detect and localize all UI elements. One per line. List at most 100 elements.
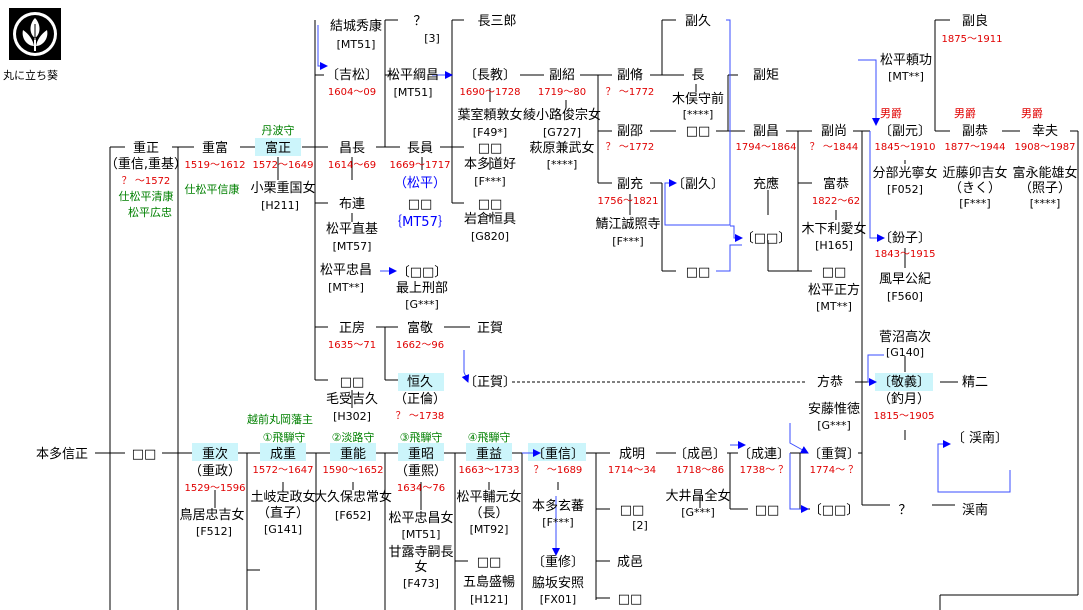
tree-node-61: 1519～1612 <box>185 160 246 171</box>
tree-node-78: 充應 <box>753 176 779 192</box>
tree-node-22: 木俣守前 <box>672 91 724 107</box>
tree-node-29: [F49*] <box>473 126 507 139</box>
maru-ni-tachi-aoi-crest <box>9 8 61 60</box>
tree-node-121: 〔敬義〕 <box>878 374 930 390</box>
tree-node-45: 幸夫 <box>1032 124 1058 139</box>
tree-node-4: [3] <box>424 32 440 45</box>
tree-node-6: 副久 <box>685 14 711 29</box>
tree-node-153: 甘露寺嗣長 <box>388 545 453 560</box>
tree-node-158: 1663～1733 <box>459 465 520 476</box>
tree-node-159: 松平輔元女 <box>456 489 521 505</box>
tree-node-179: 1718～86 <box>676 465 724 476</box>
tree-node-125: 毛受吉久 <box>326 392 378 407</box>
tree-node-34: 副邵 <box>617 124 643 139</box>
tree-node-80: 1822～62 <box>812 196 860 207</box>
tree-node-24: 副矩 <box>753 68 779 83</box>
tree-node-14: [MT51] <box>394 86 433 99</box>
crest-caption: 丸に立ち葵 <box>3 69 58 82</box>
tree-node-64: 富正 <box>265 140 291 156</box>
tree-node-119: 〔正賀〕 <box>464 375 516 390</box>
tree-node-133: 1529～1596 <box>185 483 246 494</box>
tree-node-143: 重能 <box>340 446 366 462</box>
tree-node-107: [MT**] <box>816 300 852 313</box>
tree-node-70: 長員 <box>407 141 433 156</box>
tree-node-65: 1572～1649 <box>253 160 314 171</box>
tree-node-151: 松平忠昌女 <box>388 510 453 526</box>
tree-node-74: [F***] <box>474 175 505 188</box>
tree-node-113: 菅沼高次 <box>879 329 931 345</box>
tree-node-73: 本多道好 <box>464 156 516 172</box>
tree-node-26: 男爵 <box>954 106 976 120</box>
tree-node-136: ①飛騨守 <box>263 430 306 444</box>
tree-node-91: [H165] <box>815 239 853 252</box>
tree-node-96: 〔□□〕 <box>741 231 792 246</box>
tree-node-35: ？ ～1772 <box>606 142 655 153</box>
tree-node-100: [MT**] <box>328 281 364 294</box>
tree-node-94: 岩倉恒具 <box>464 212 516 227</box>
tree-node-17: 副紹 <box>549 68 575 83</box>
tree-node-98: [F560] <box>887 290 923 303</box>
tree-node-147: ③飛騨守 <box>400 430 443 444</box>
tree-node-167: 本多玄蕃 <box>532 498 584 514</box>
tree-node-31: [G727] <box>543 126 581 139</box>
tree-node-128: 〔 渓南〕 <box>952 430 1008 446</box>
tree-node-166: ？ ～1689 <box>534 465 583 476</box>
tree-node-44: 1877～1944 <box>945 142 1006 153</box>
tree-node-51: [F***] <box>959 197 990 210</box>
tree-node-178: 〔成邑〕 <box>674 447 726 462</box>
tree-node-93: [MT57] <box>333 240 372 253</box>
tree-node-12: 1604～09 <box>328 87 376 98</box>
tree-node-186: [G***] <box>817 419 851 432</box>
tree-node-76: 1756～1821 <box>598 196 659 207</box>
tree-node-115: □□ <box>340 375 365 390</box>
tree-node-188: 1774～ ？ <box>810 465 859 476</box>
tree-node-25: 男爵 <box>880 106 902 120</box>
tree-node-52: 富永能雄女 <box>1012 165 1077 181</box>
tree-node-13: 松平綱昌 <box>387 68 439 83</box>
tree-node-10: [MT**] <box>888 70 924 83</box>
tree-node-162: □□ <box>477 555 502 570</box>
tree-node-5: 長三郎 <box>477 14 516 29</box>
tree-node-3: ？ <box>413 14 426 29</box>
tree-node-126: [H302] <box>333 410 371 423</box>
tree-node-117: （正倫） <box>394 392 446 407</box>
tree-node-23: [****] <box>683 108 714 121</box>
tree-node-84: 布連 <box>339 197 365 212</box>
tree-node-85: □□ <box>408 197 433 212</box>
tree-node-15: 〔長教〕 <box>464 67 516 83</box>
tree-node-157: 重益 <box>476 446 502 462</box>
tree-node-20: ？ ～1772 <box>606 87 655 98</box>
tree-node-66: 小栗重国女 <box>250 180 315 196</box>
tree-node-7: 副良 <box>962 13 988 29</box>
tree-node-183: 1738～ ？ <box>740 465 789 476</box>
tree-node-54: [****] <box>1030 197 1061 210</box>
tree-node-170: 脇坂安照 <box>532 576 584 591</box>
tree-node-152: [MT51] <box>402 528 441 541</box>
tree-node-2: [MT51] <box>337 38 376 51</box>
tree-node-144: 1590～1652 <box>323 465 384 476</box>
tree-node-86: ｛MT57｝ <box>389 215 451 230</box>
tree-node-36: □□ <box>686 124 711 139</box>
tree-node-140: （直子） <box>257 506 309 521</box>
tree-node-109: 1635～71 <box>328 340 376 351</box>
tree-node-108: 正房 <box>339 320 365 336</box>
tree-node-106: 松平正方 <box>808 282 860 298</box>
tree-node-83: （松平） <box>394 176 446 191</box>
tree-node-81: 〔鈖子〕 <box>879 231 931 246</box>
tree-node-46: 1908～1987 <box>1015 142 1076 153</box>
tree-node-89: [F***] <box>612 235 643 248</box>
tree-node-122: （釣月） <box>878 391 930 407</box>
tree-node-49: 近藤卯吉女 <box>942 165 1007 181</box>
tree-node-47: 分部光寧女 <box>872 165 937 181</box>
tree-node-168: [F***] <box>542 516 573 529</box>
tree-node-135: [F512] <box>196 525 232 538</box>
tree-node-33: [****] <box>547 158 578 171</box>
tree-node-53: （照子） <box>1019 181 1071 196</box>
tree-node-181: [G***] <box>681 506 715 519</box>
tree-node-132: （重政） <box>189 463 241 479</box>
tree-node-137: 成重 <box>270 446 296 462</box>
tree-node-71: 1669～1717 <box>390 160 451 171</box>
tree-node-118: ？ ～1738 <box>396 411 445 422</box>
tree-node-190: ？ <box>898 503 911 518</box>
